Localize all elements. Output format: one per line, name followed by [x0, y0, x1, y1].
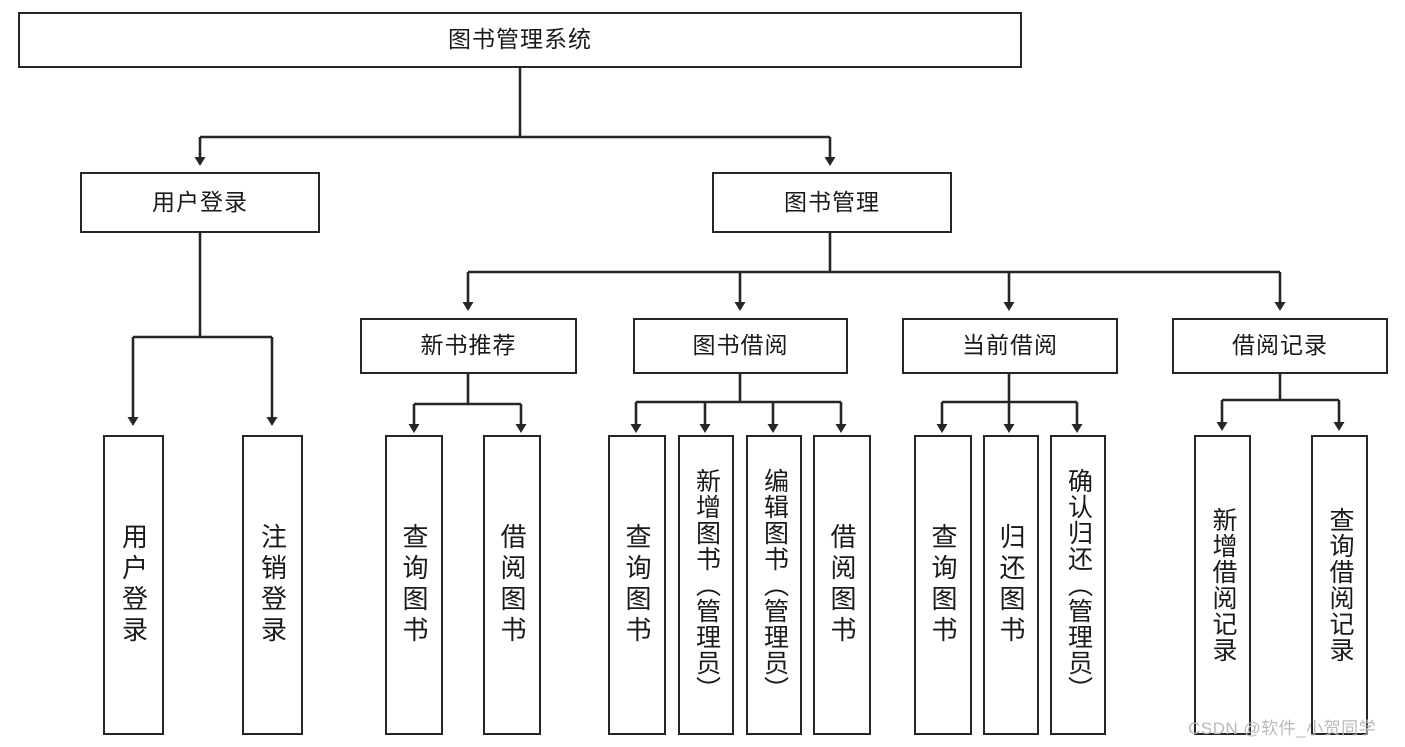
node-user-login[interactable]: 用户登录	[80, 172, 320, 233]
node-label: 借阅图书	[827, 523, 857, 647]
leaf-user-logout[interactable]: 注销登录	[242, 435, 303, 735]
leaf-current-query-book[interactable]: 查询图书	[914, 435, 972, 735]
node-label: 用户登录	[118, 523, 149, 647]
node-borrow-record[interactable]: 借阅记录	[1172, 318, 1388, 374]
leaf-borrow-add-book-admin[interactable]: 新增图书（管理员）	[678, 435, 734, 735]
node-label: 图书管理系统	[448, 26, 592, 53]
node-label: 借阅记录	[1232, 332, 1328, 359]
node-book-borrow[interactable]: 图书借阅	[633, 318, 848, 374]
node-label: 图书借阅	[692, 332, 789, 359]
node-label: 确认归还（管理员）	[1064, 468, 1093, 702]
node-book-management[interactable]: 图书管理	[712, 172, 952, 233]
leaf-borrow-edit-book-admin[interactable]: 编辑图书（管理员）	[746, 435, 802, 735]
node-new-book-recommend[interactable]: 新书推荐	[360, 318, 577, 374]
node-label: 归还图书	[996, 523, 1026, 647]
node-label: 查询图书	[622, 523, 652, 647]
node-label: 图书管理	[784, 188, 880, 215]
leaf-borrow-borrow-book[interactable]: 借阅图书	[813, 435, 871, 735]
node-label: 新增图书（管理员）	[692, 468, 721, 702]
leaf-record-add-record[interactable]: 新增借阅记录	[1194, 435, 1251, 735]
node-label: 查询图书	[928, 523, 958, 647]
csdn-watermark: CSDN @软件_小贺同学	[1188, 719, 1377, 738]
node-label: 注销登录	[257, 523, 288, 647]
node-label: 当前借阅	[962, 332, 1058, 359]
node-label: 借阅图书	[497, 523, 527, 647]
node-label: 用户登录	[152, 188, 248, 215]
node-label: 新书推荐	[420, 332, 517, 359]
node-label: 查询图书	[399, 523, 429, 647]
leaf-newbook-query-book[interactable]: 查询图书	[385, 435, 443, 735]
leaf-user-login[interactable]: 用户登录	[103, 435, 164, 735]
node-label: 查询借阅记录	[1326, 507, 1354, 663]
leaf-current-return-book[interactable]: 归还图书	[983, 435, 1039, 735]
node-current-borrow[interactable]: 当前借阅	[902, 318, 1118, 374]
leaf-newbook-borrow-book[interactable]: 借阅图书	[483, 435, 541, 735]
leaf-record-query-record[interactable]: 查询借阅记录	[1311, 435, 1368, 735]
node-root-system[interactable]: 图书管理系统	[18, 12, 1022, 68]
leaf-current-confirm-return-admin[interactable]: 确认归还（管理员）	[1050, 435, 1106, 735]
node-label: 编辑图书（管理员）	[760, 468, 789, 702]
leaf-borrow-query-book[interactable]: 查询图书	[608, 435, 666, 735]
node-label: 新增借阅记录	[1209, 507, 1237, 663]
